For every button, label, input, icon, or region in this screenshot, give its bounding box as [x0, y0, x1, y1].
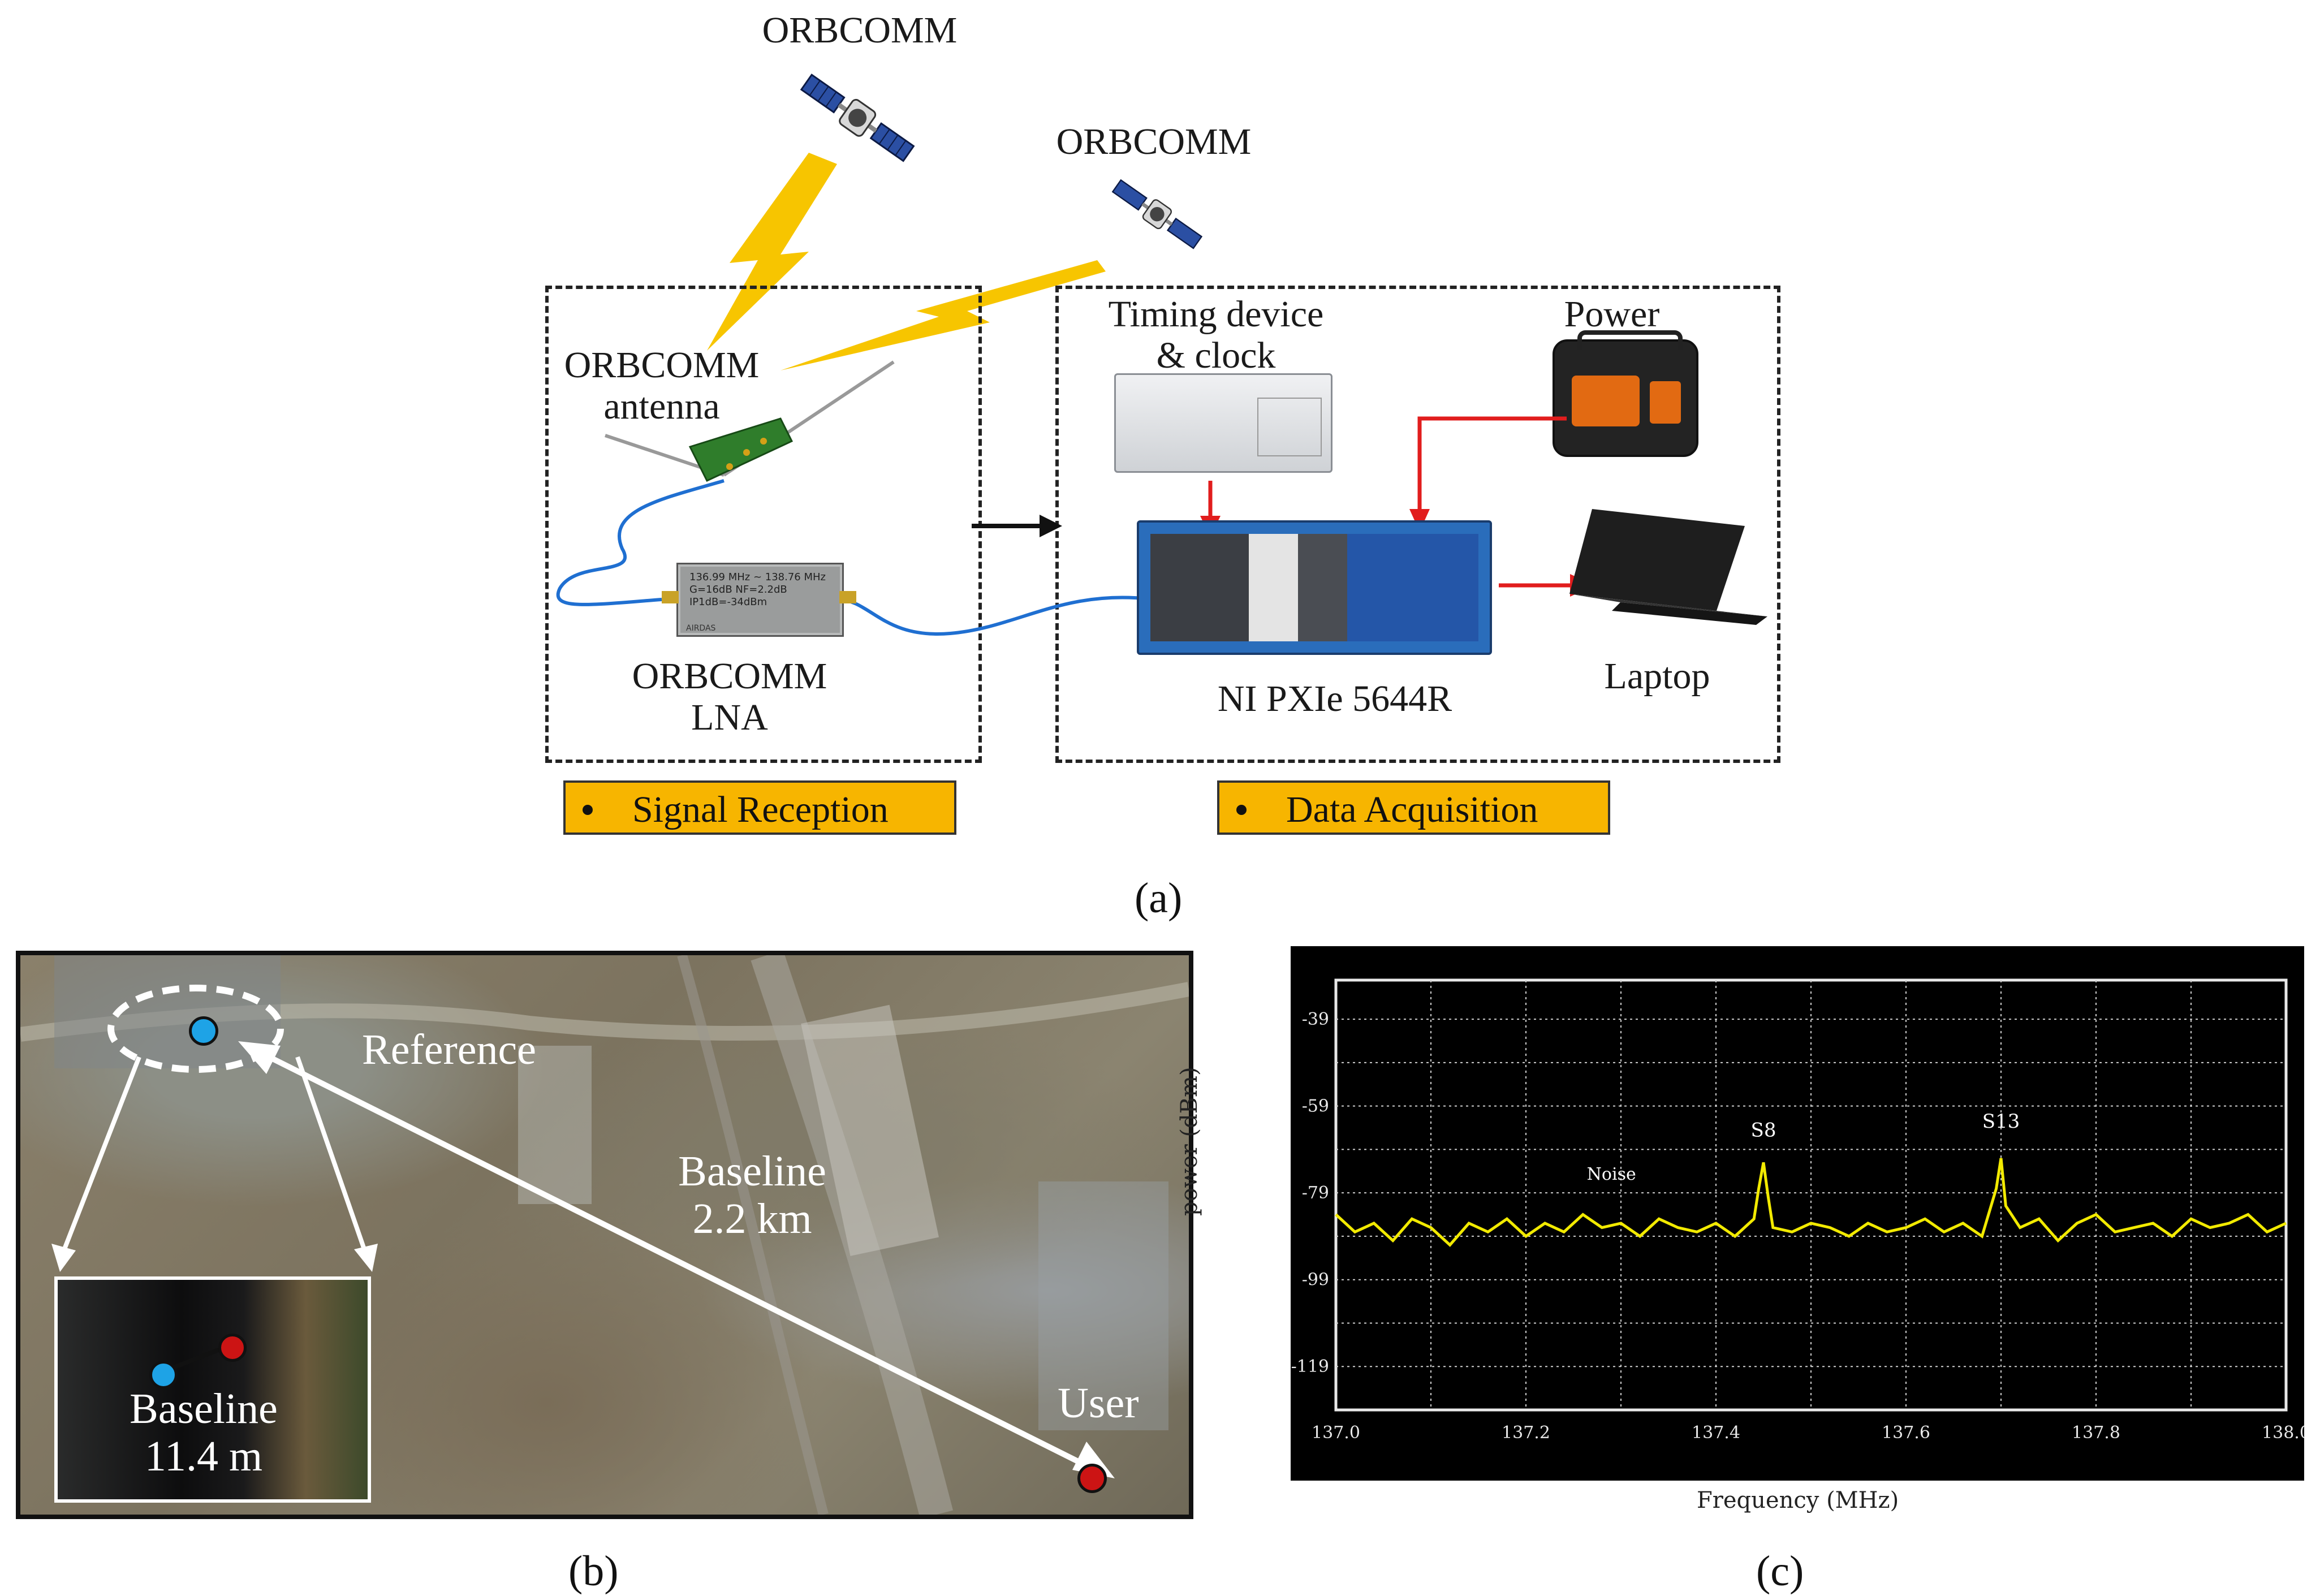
spectrum-plot: -39 -59 -79 -99 -119 137.0 137.2 137.4 137.6 137.… [1291, 978, 2304, 1443]
inset-baseline-label: Baseline 11.4 m [130, 1385, 278, 1480]
reference-dot-inset [149, 1361, 178, 1389]
pxie-label: NI PXIe 5644R [1217, 678, 1452, 719]
spectrum-chart: -39 -59 -79 -99 -119 137.0 137.2 137.4 137.6 137.… [1291, 946, 2304, 1481]
lna-connector [839, 591, 856, 603]
y-tick-label: -99 [1302, 1270, 1329, 1290]
satellite-label-2: ORBCOMM [1056, 121, 1252, 162]
y-axis-label: power (dBm) [1176, 1067, 1202, 1216]
lna-note-line: IP1dB=-34dBm [689, 596, 767, 608]
bullet-icon [583, 804, 593, 815]
laptop-label: Laptop [1604, 655, 1710, 697]
spectrum-series-line [1335, 1158, 2287, 1247]
power-arrow-icon [1409, 416, 1567, 532]
y-tick-label: -119 [1291, 1357, 1329, 1377]
power-label: Power [1564, 294, 1660, 335]
signal-lightning-icon [707, 153, 837, 351]
user-dot [1077, 1464, 1107, 1493]
x-tick-label: 137.0 [1312, 1423, 1360, 1443]
flow-arrow-icon [972, 515, 1062, 537]
antenna-label: ORBCOMM antenna [564, 344, 760, 427]
caption-a: (a) [1135, 874, 1183, 922]
bullet-icon [1236, 804, 1247, 815]
lna-label: ORBCOMM LNA [632, 655, 827, 738]
inset-closeup [54, 1276, 371, 1503]
antenna-icon [605, 360, 895, 482]
user-label: User [1058, 1379, 1139, 1427]
timing-device-label: Timing device & clock [1108, 294, 1324, 376]
x-tick-label: 138.0 [2262, 1423, 2304, 1443]
baseline-label: Baseline 2.2 km [678, 1148, 826, 1243]
signal-lightning-icon [780, 260, 1106, 370]
lna-brand: AIRDAS [686, 624, 716, 633]
power-station [1553, 330, 1698, 457]
s13-annotation: S13 [1982, 1110, 2020, 1133]
x-tick-label: 137.4 [1692, 1423, 1740, 1443]
lna-connector [662, 591, 679, 603]
caption-b: (b) [568, 1547, 619, 1595]
y-tick-label: -59 [1302, 1097, 1329, 1116]
y-tick-label: -79 [1302, 1183, 1329, 1203]
reference-dot [189, 1016, 218, 1046]
data-acquisition-tag: Data Acquisition [1217, 780, 1610, 835]
y-tick-label: -39 [1302, 1010, 1329, 1029]
noise-annotation: Noise [1587, 1164, 1636, 1184]
satellite-label-1: ORBCOMM [762, 10, 958, 51]
reference-label: Reference [362, 1026, 536, 1073]
map-roads [20, 955, 1189, 1515]
s8-annotation: S8 [1751, 1119, 1776, 1141]
user-dot-inset [218, 1334, 247, 1362]
x-axis-label: Frequency (MHz) [1697, 1487, 1899, 1513]
signal-reception-tag: Signal Reception [563, 780, 956, 835]
timing-device [1114, 373, 1333, 473]
lna-device: 136.99 MHz ~ 138.76 MHz G=16dB NF=2.2dB … [676, 563, 844, 637]
laptop-icon [1569, 509, 1767, 625]
ni-pxie-chassis [1137, 520, 1492, 655]
x-tick-label: 137.2 [1502, 1423, 1550, 1443]
lna-note-line: G=16dB NF=2.2dB [689, 584, 787, 596]
rf-cable [556, 479, 1205, 636]
satellite-icon [1111, 179, 1203, 249]
satellite-icon [800, 74, 915, 162]
x-tick-label: 137.8 [2072, 1423, 2120, 1443]
x-tick-label: 137.6 [1882, 1423, 1930, 1443]
caption-c: (c) [1756, 1547, 1804, 1595]
lna-note-line: 136.99 MHz ~ 138.76 MHz [689, 571, 826, 583]
map-overlay [51, 985, 1115, 1478]
